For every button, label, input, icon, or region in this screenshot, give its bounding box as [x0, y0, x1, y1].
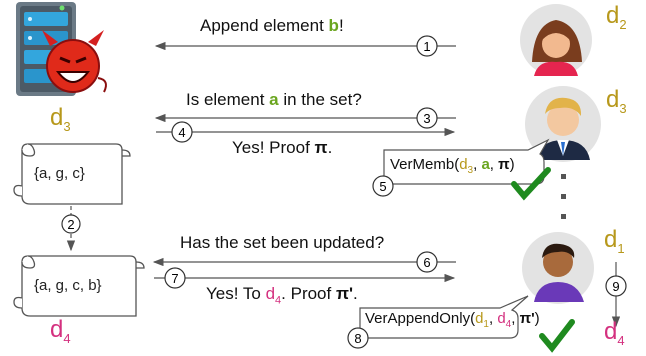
step-8-badge	[347, 327, 369, 349]
user-d1-digest: d1	[604, 226, 625, 256]
server-digest-before: d3	[50, 104, 71, 134]
step-4-badge	[171, 121, 193, 143]
devil-face-icon	[42, 30, 107, 93]
step-4-number: 4	[178, 125, 185, 140]
checkmark-icon	[511, 167, 551, 201]
step-5-badge	[372, 175, 394, 197]
step-7-badge	[164, 267, 186, 289]
user-d4-digest: d4	[604, 318, 625, 348]
message-update-proof: Yes! To d4. Proof π'.	[206, 284, 358, 307]
timeline-dot	[561, 174, 566, 179]
message-append: Append element b!	[200, 16, 344, 35]
verappend-check: VerAppendOnly(d1, d4, π')	[365, 310, 540, 330]
woman-avatar-icon	[520, 4, 592, 76]
vermemb-check: VerMemb(d3, a, π)	[390, 156, 515, 176]
user-d3-digest: d3	[606, 86, 627, 116]
step-6-number: 6	[423, 255, 430, 270]
step-9-number: 9	[612, 279, 619, 294]
user-d2-digest: d2	[606, 2, 627, 32]
step-2-number: 2	[67, 217, 74, 232]
scroll-icon	[13, 255, 145, 317]
message-proof: Yes! Proof π.	[232, 138, 333, 157]
timeline-dot	[561, 214, 566, 219]
step-2-badge	[61, 214, 81, 234]
timeline-dot	[561, 194, 566, 199]
step-3-number: 3	[423, 111, 430, 126]
set-after: {a, g, c, b}	[34, 277, 102, 294]
step-3-badge	[416, 107, 438, 129]
step-7-number: 7	[171, 271, 178, 286]
step-9-badge	[605, 275, 627, 297]
checkmark-icon	[539, 319, 575, 353]
step-6-badge	[416, 251, 438, 273]
step-8-number: 8	[354, 331, 361, 346]
scroll-icon	[13, 143, 131, 205]
step-1-number: 1	[423, 39, 430, 54]
server-digest-after: d4	[50, 316, 71, 346]
set-before: {a, g, c}	[34, 165, 85, 182]
step-1-badge	[416, 35, 438, 57]
message-membership-query: Is element a in the set?	[186, 90, 362, 109]
person-avatar-icon	[522, 232, 594, 304]
step-5-number: 5	[379, 179, 386, 194]
message-update-query: Has the set been updated?	[180, 233, 385, 252]
